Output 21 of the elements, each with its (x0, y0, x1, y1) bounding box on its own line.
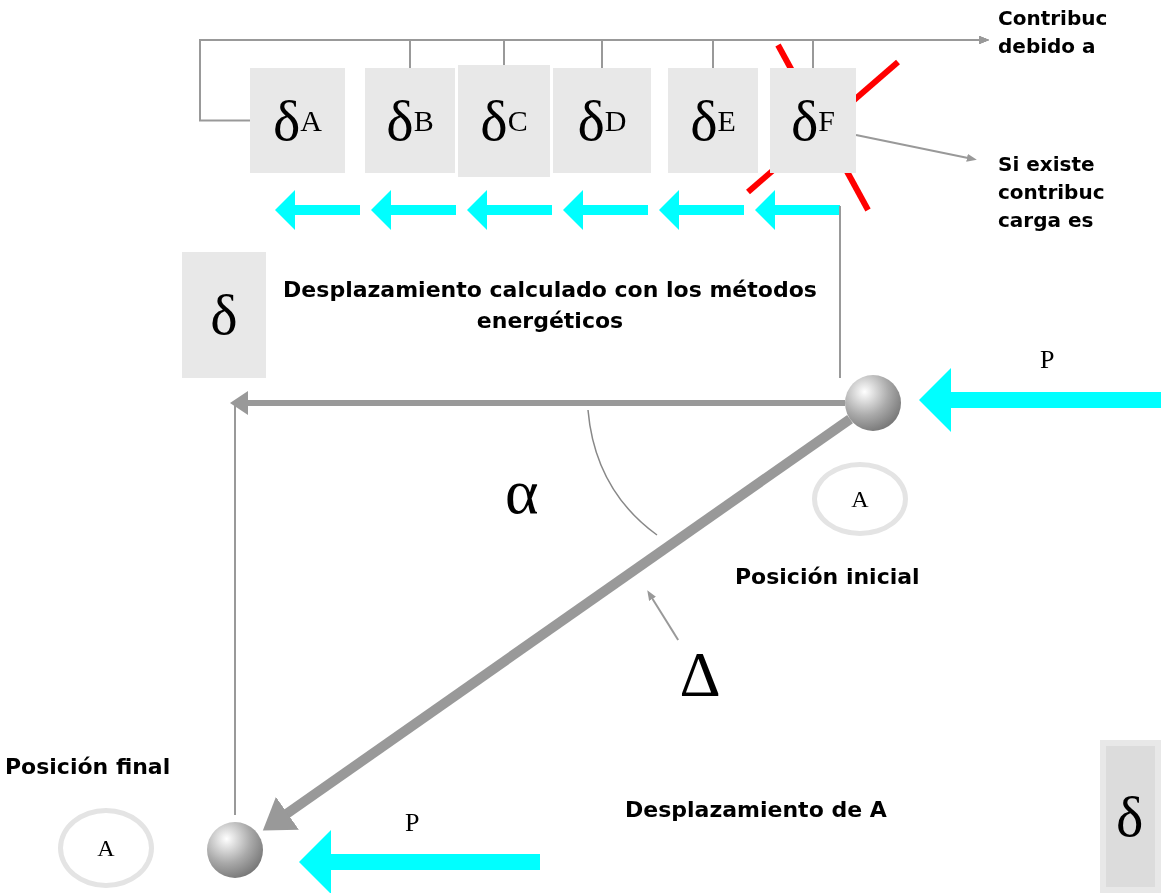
force-label: P (1040, 345, 1056, 375)
ball (845, 375, 901, 431)
position-label: Posición final (5, 753, 172, 781)
caption-text: Desplazamiento de A (625, 796, 888, 824)
position-label: Posición inicial (735, 563, 921, 591)
arrow (855, 133, 977, 162)
annotation-text: Contribuc debido a (998, 4, 1161, 84)
description-text: Desplazamiento calculado con los métodos energéticos (282, 276, 818, 335)
symbol-tile: δ (182, 252, 266, 378)
arrow (262, 414, 853, 831)
force-label: P (405, 808, 421, 838)
angle-symbol: α (505, 455, 540, 529)
point-label-circle: A (58, 808, 154, 888)
arrow (812, 36, 989, 69)
vector-symbol-tile: δ⃗ (1100, 740, 1161, 893)
annotation-text: Si existe contribuc carga es (998, 150, 1161, 270)
symbol-text: Δ (665, 640, 735, 710)
ball (207, 822, 263, 878)
point-label-circle: A (812, 462, 908, 536)
arrow (230, 391, 845, 415)
leader-line (647, 590, 680, 641)
